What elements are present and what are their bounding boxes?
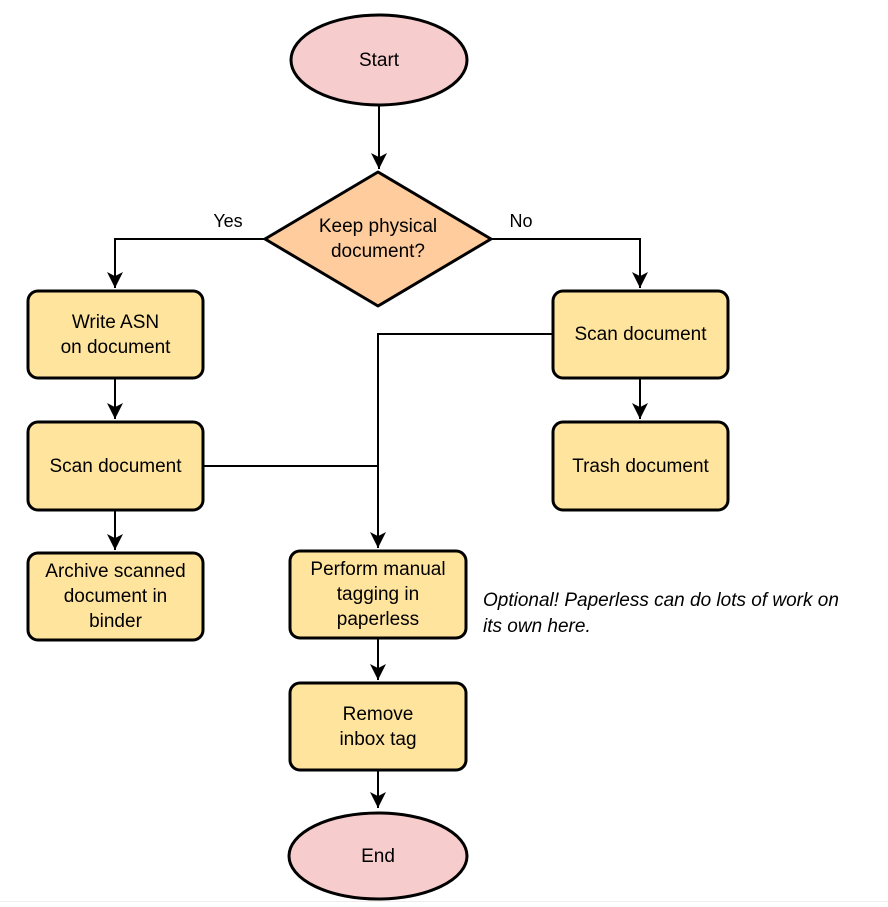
archive-box-shape — [26, 551, 205, 642]
optional-note: Optional! Paperless can do lots of work … — [483, 590, 839, 637]
edge-scanright-to-tagging — [370, 333, 553, 548]
start-terminal-shape — [289, 13, 469, 107]
edge-decision-no — [491, 238, 648, 288]
trash-document-box-shape — [551, 420, 730, 512]
write-asn-box-shape — [26, 289, 205, 380]
scan-document-right-box-shape — [551, 289, 730, 380]
remove-inbox-tag-box-shape — [288, 681, 468, 772]
nodes-group — [26, 13, 730, 901]
end-terminal-shape — [287, 811, 469, 901]
manual-tagging-box-shape — [288, 549, 468, 640]
edge-decision-yes — [107, 238, 265, 288]
decision-diamond-shape — [263, 170, 493, 308]
bottom-divider — [0, 901, 888, 902]
edges-group — [107, 105, 648, 808]
scan-document-left-box-shape — [26, 420, 205, 512]
